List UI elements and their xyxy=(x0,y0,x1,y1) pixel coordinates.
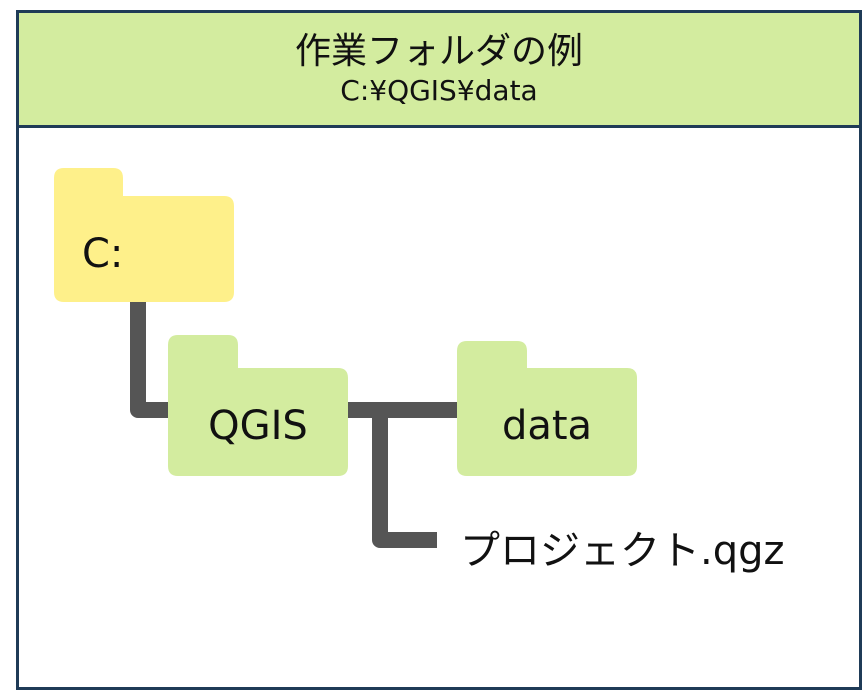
header-path: C:¥QGIS¥data xyxy=(340,74,538,107)
connector-qgis-to-project xyxy=(372,410,437,548)
header-title: 作業フォルダの例 xyxy=(294,31,583,72)
folder-label-data: data xyxy=(501,403,593,449)
diagram-frame: 作業フォルダの例 C:¥QGIS¥data xyxy=(16,10,862,690)
folder-icon-data[interactable] xyxy=(457,341,637,476)
project-file-label[interactable]: プロジェクト.qgz xyxy=(460,528,785,574)
folder-icon-root[interactable] xyxy=(54,168,234,302)
connector-root-to-qgis xyxy=(130,300,175,418)
header: 作業フォルダの例 C:¥QGIS¥data xyxy=(19,13,859,128)
folder-icon-qgis[interactable] xyxy=(168,335,348,476)
folder-label-root: C: xyxy=(82,230,124,277)
folder-label-qgis: QGIS xyxy=(208,403,308,449)
